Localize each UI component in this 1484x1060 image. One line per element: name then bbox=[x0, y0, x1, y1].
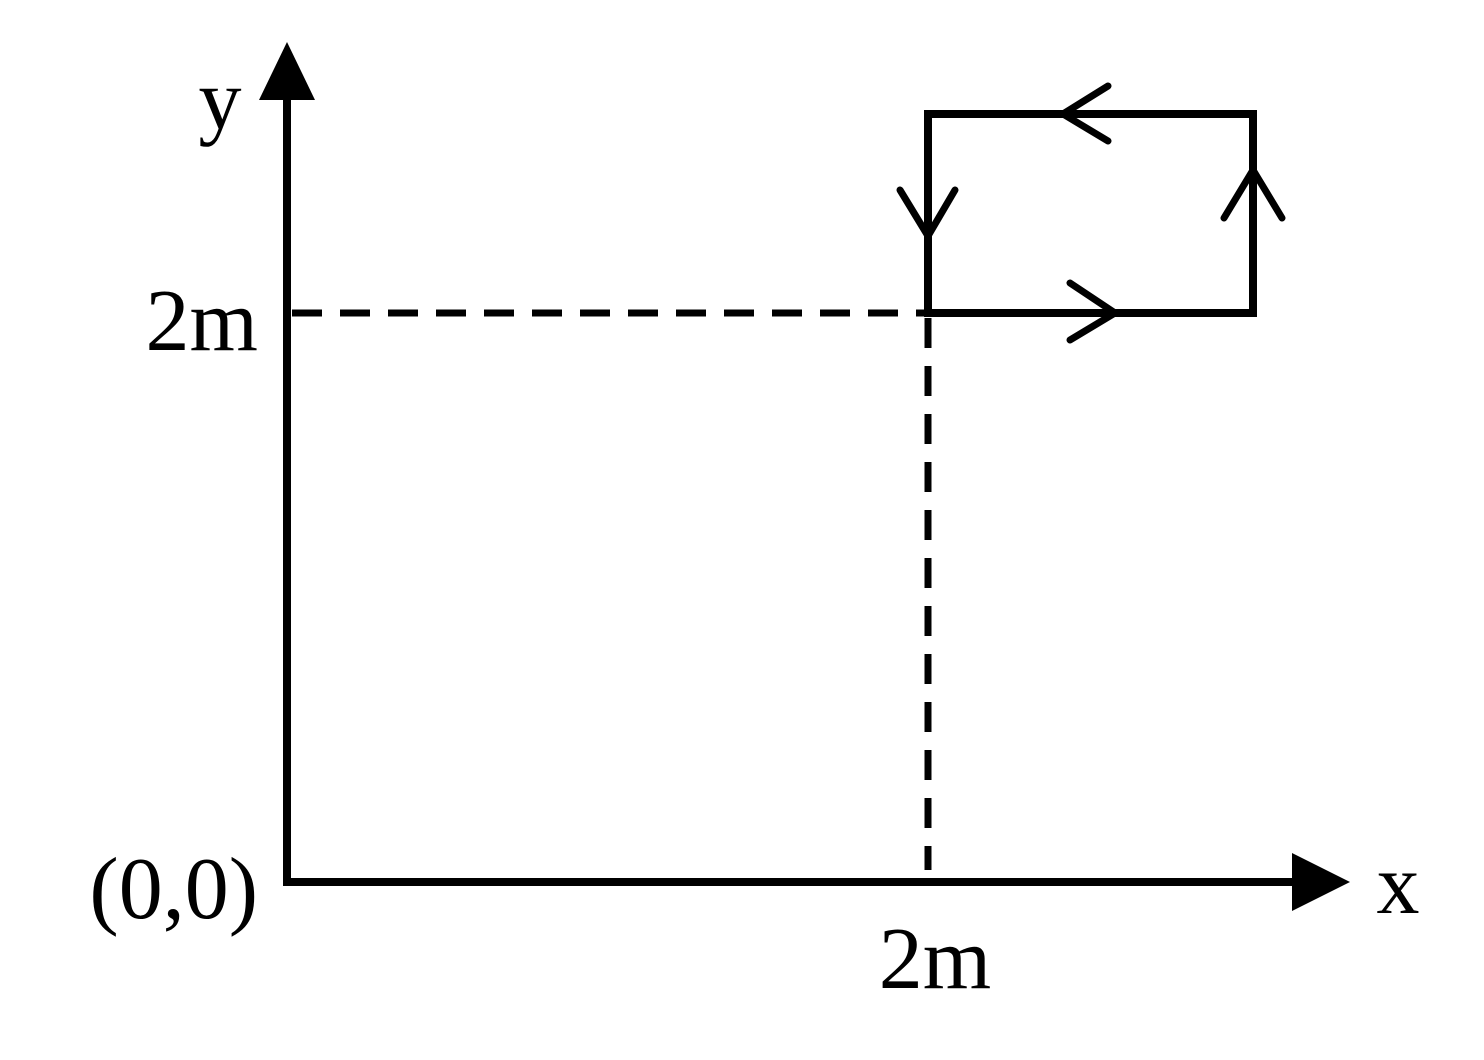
x-axis-label: x bbox=[1377, 836, 1420, 932]
up-arrow-icon bbox=[1220, 163, 1286, 222]
x-tick-label: 2m bbox=[879, 911, 991, 1008]
left-arrow-icon bbox=[1056, 82, 1112, 145]
origin-label: (0,0) bbox=[89, 841, 258, 938]
down-arrow-icon bbox=[896, 186, 959, 243]
y-tick-label: 2m bbox=[146, 273, 258, 370]
x-axis-arrowhead bbox=[1292, 853, 1350, 911]
y-axis-arrowhead bbox=[259, 42, 315, 100]
right-arrow-icon bbox=[1066, 279, 1122, 344]
y-axis-label: y bbox=[199, 51, 242, 147]
